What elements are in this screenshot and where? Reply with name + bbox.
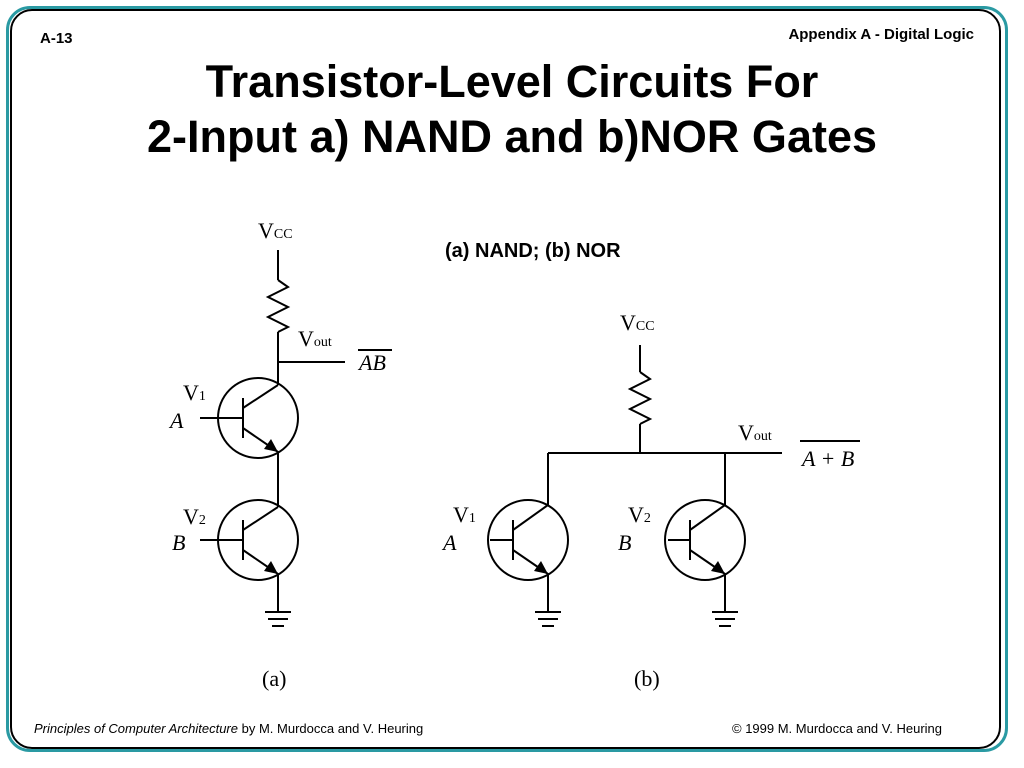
nand-v1-sub: 1 [199,389,206,404]
nand-input-b: B [172,530,185,555]
svg-text:V1: V1 [453,502,476,527]
nor-vout-sub: out [754,429,772,444]
svg-text:V2: V2 [628,502,651,527]
nor-arrow-2 [711,561,725,574]
nor-input-b: B [618,530,631,555]
slide-frame-inner [10,9,1001,749]
nor-vcc-sub: CC [636,319,655,334]
nor-vcc-label: V [620,310,636,335]
slide-title-line1: Transistor-Level Circuits For [205,56,819,107]
nand-v2-label: V [183,504,199,529]
nor-output-expr: A + B [800,446,854,471]
slide-frame-outer [6,6,1008,752]
nor-v2-label: V [628,502,644,527]
nand-vcc-sub: CC [274,227,293,242]
nor-arrow-1 [534,561,548,574]
svg-text:Vout: Vout [298,326,332,351]
nand-arrow-1 [264,439,278,452]
footer-copyright: © 1999 M. Murdocca and V. Heuring [732,721,942,736]
appendix-title: Appendix A - Digital Logic [788,26,974,43]
nor-transistor-2 [664,499,746,581]
footer-book-title: Principles of Computer Architecture [34,721,238,736]
nand-output-expr: AB [357,350,386,375]
nor-circuit [487,345,860,627]
nor-vout-label: V [738,420,754,445]
footer-book-credit: Principles of Computer Architecture by M… [34,721,423,736]
nand-vout-label: V [298,326,314,351]
nor-v1-sub: 1 [469,511,476,526]
nor-v1-label: V [453,502,469,527]
nor-resistor [627,371,653,425]
nand-resistor [265,279,291,333]
nand-vcc-label: V [258,218,274,243]
nand-vout-sub: out [314,335,332,350]
svg-text:Vout: Vout [738,420,772,445]
nand-input-a: A [168,408,184,433]
nor-transistor-1 [487,499,569,581]
nor-label: (b) [634,666,660,691]
svg-text:VCC: VCC [620,310,655,335]
nor-v2-sub: 2 [644,511,651,526]
nand-circuit [200,250,392,627]
nand-v1-label: V [183,380,199,405]
footer-authors: by M. Murdocca and V. Heuring [238,721,424,736]
nand-v2-sub: 2 [199,513,206,528]
svg-text:V1: V1 [183,380,206,405]
svg-text:V2: V2 [183,504,206,529]
nand-label: (a) [262,666,286,691]
slide-title-line2: 2-Input a) NAND and b)NOR Gates [146,111,878,162]
svg-text:VCC: VCC [258,218,293,243]
slide-number: A-13 [40,30,73,47]
nor-input-a: A [441,530,457,555]
figure-caption: (a) NAND; (b) NOR [445,240,621,262]
nand-arrow-2 [264,561,278,574]
